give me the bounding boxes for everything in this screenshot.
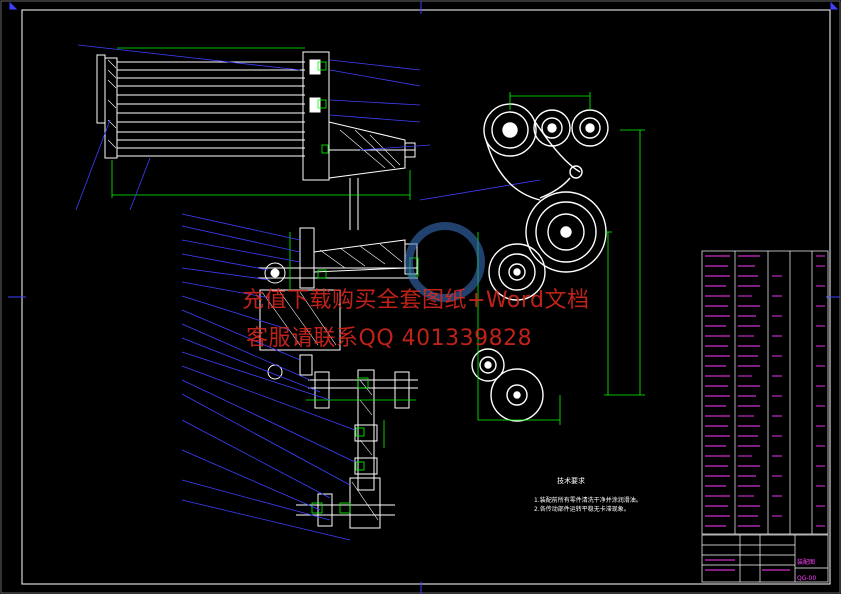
technical-requirement-2: 2.各传动部件运转平稳无卡滞现象。 (534, 506, 630, 513)
green-dims-right (477, 92, 645, 425)
gear-train (471, 103, 609, 422)
leader-lines-center (181, 179, 541, 541)
title-block-drawing-code: QG-00 (797, 575, 817, 582)
frame-markers (8, 1, 840, 594)
watermark-line-2: 客服请联系QQ 401339828 (246, 326, 533, 351)
leader-lines-top (75, 44, 431, 211)
gearbox-hatching (261, 243, 403, 521)
roller-hatching (107, 59, 401, 169)
parts-list-table (701, 250, 829, 583)
roller-assembly (96, 51, 416, 230)
green-dims-top (111, 47, 411, 200)
watermark-logo (405, 222, 485, 302)
title-block-drawing-name: 装配图 (797, 559, 816, 566)
gearbox-stack (258, 227, 418, 529)
technical-requirements-title: 技术要求 (557, 477, 585, 485)
watermark-line-1: 充值下载购买全套图纸+Word文档 (242, 288, 590, 313)
parts-list-rows (705, 255, 825, 571)
technical-requirement-1: 1.装配前所有零件清洗干净并涂润滑油。 (534, 497, 642, 504)
